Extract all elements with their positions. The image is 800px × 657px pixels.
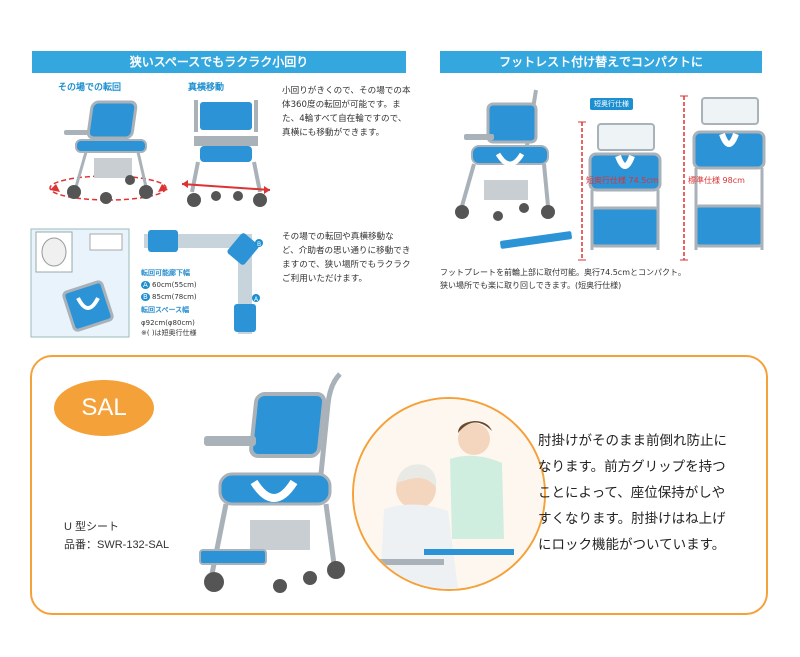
short-spec-label: 短奥行仕様 bbox=[590, 98, 633, 110]
sal-feature-text: 肘掛けがそのまま前倒れ防止に なります。前方グリップを持つ ことによって、座位保… bbox=[538, 433, 727, 553]
diagram-b-badge: B bbox=[141, 293, 150, 301]
para-turn: 小回りがきくので、その場での本 体360度の転回が可能です。ま た、4輪すべて自… bbox=[282, 86, 411, 138]
standard-spec-dim: 標準仕様 98cm bbox=[688, 176, 745, 185]
caption-lateral: 真横移動 bbox=[188, 83, 225, 93]
short-spec-dim: 短奥行仕様 74.5cm bbox=[586, 176, 659, 185]
diagram-title-space: 転回スペース幅 bbox=[141, 306, 190, 314]
sal-model-number: 品番：SWR-132-SAL bbox=[64, 539, 170, 551]
diagram-b-row: B 85cm(78cm) bbox=[141, 292, 197, 302]
sal-seat-type: U 型シート bbox=[64, 521, 119, 533]
caregiver-illustration bbox=[354, 399, 544, 589]
diagram-a-badge: A bbox=[141, 281, 150, 289]
right-banner: フットレスト付け替えでコンパクトに bbox=[440, 51, 762, 73]
diagram-space-value: φ92cm(φ80cm) bbox=[141, 319, 195, 327]
diagram-title-width: 転回可能廊下幅 bbox=[141, 269, 190, 277]
diagram-a-row: A 60cm(55cm) bbox=[141, 280, 197, 290]
chair-spin-illustration bbox=[49, 100, 168, 204]
right-desc: フットプレートを前輪上部に取付可能。奥行74.5cmとコンパクト。 狭い場所でも… bbox=[440, 268, 686, 290]
room-plan-diagram bbox=[30, 228, 130, 338]
diagram-a-value: 60cm(55cm) bbox=[152, 281, 197, 289]
chair-footrest-illustration bbox=[455, 89, 572, 249]
para-move: その場での転回や真横移動な ど、介助者の思い通りに移動でき ますので、狭い場所で… bbox=[282, 232, 411, 284]
standard-spec-front-view bbox=[680, 95, 766, 261]
caption-spin: その場での転回 bbox=[58, 83, 122, 93]
diagram-b-value: 85cm(78cm) bbox=[152, 293, 197, 301]
caregiver-photo-circle bbox=[352, 397, 546, 591]
sal-chair-illustration bbox=[199, 372, 345, 593]
corridor-diagram: B A bbox=[144, 230, 263, 334]
diagram-note: ※( )は短奥行仕様 bbox=[141, 329, 197, 337]
chair-lateral-illustration bbox=[181, 100, 271, 207]
svg-text:A: A bbox=[254, 296, 259, 303]
sal-badge: SAL bbox=[54, 380, 154, 436]
left-banner: 狭いスペースでもラクラク小回り bbox=[32, 51, 406, 73]
svg-text:B: B bbox=[257, 241, 261, 248]
short-spec-front-view bbox=[578, 121, 662, 261]
